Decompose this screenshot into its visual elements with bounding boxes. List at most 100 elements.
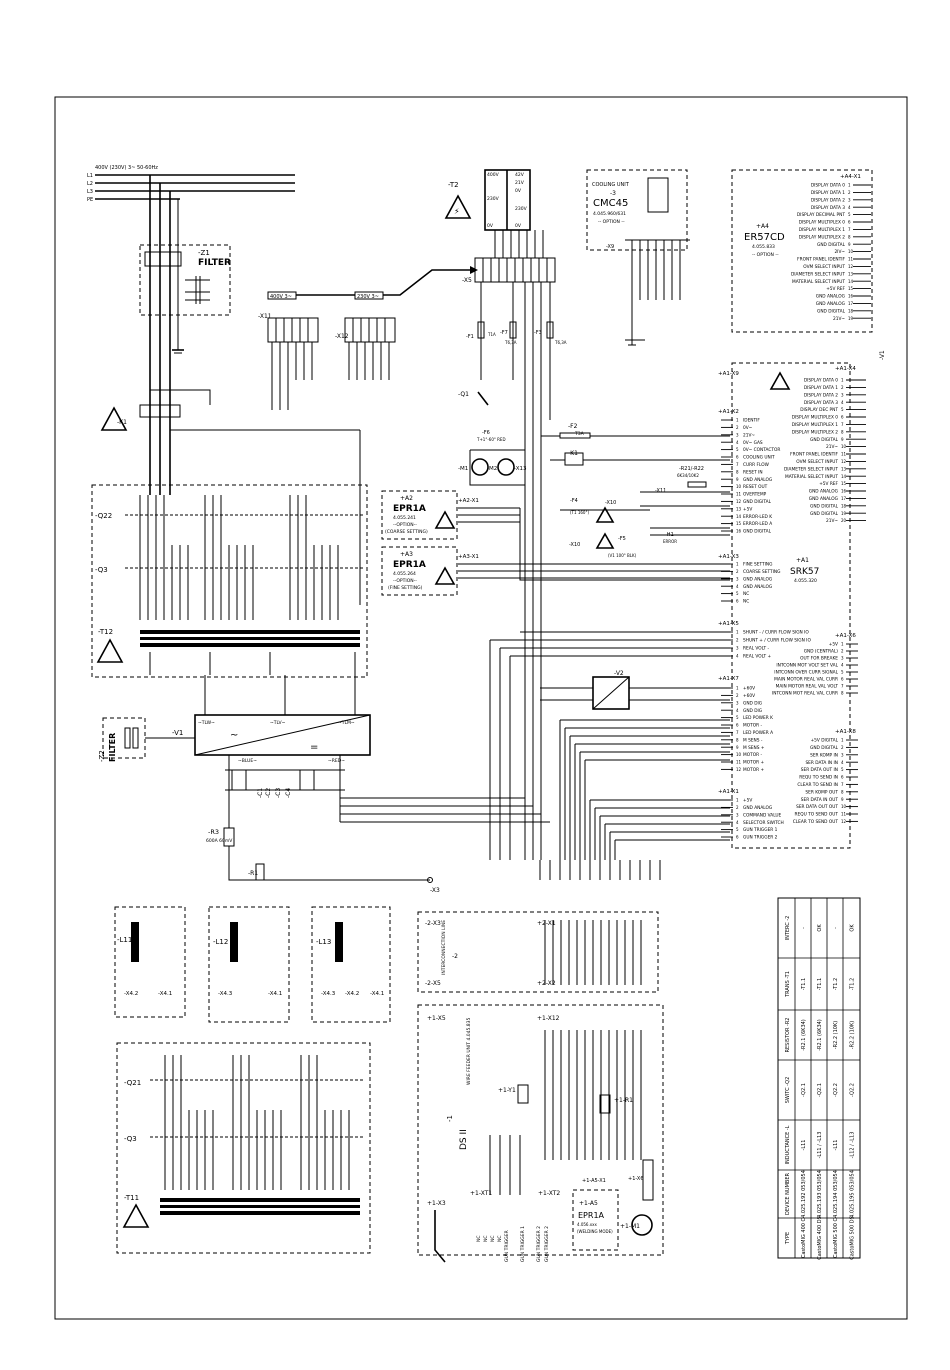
svg-text:-X4.1: -X4.1 <box>268 991 282 997</box>
pin-number: 5 <box>736 827 739 832</box>
pin-number: 10 <box>841 444 847 449</box>
a5-name: EPR1A <box>578 1211 605 1220</box>
pin-number: 11 <box>848 257 854 262</box>
svg-text:WIRE FEEDER UNIT 4.045.835: WIRE FEEDER UNIT 4.045.835 <box>466 1017 472 1085</box>
a3-name: EPR1A <box>393 560 426 570</box>
svg-text:T1A: T1A <box>487 332 496 337</box>
pin-number: 10 <box>848 249 854 254</box>
svg-text:(COARSE SETTING): (COARSE SETTING) <box>385 529 428 535</box>
svg-text:+A1: +A1 <box>796 557 809 564</box>
svg-text:COOLING UNIT: COOLING UNIT <box>592 182 630 188</box>
x11-ref: -X11 <box>258 313 272 320</box>
a1-x4-pin-label: DISPLAY MULTIPLEX 0 <box>792 415 839 421</box>
table-cell: -Q2.1 <box>817 1083 823 1097</box>
svg-text:~RED~: ~RED~ <box>328 758 345 764</box>
pin-number: 2 <box>736 693 739 698</box>
a1-x7-ref: +A1-X7 <box>718 676 739 682</box>
a1-x5-pin-label: SHUNT + / CURR FLOW SIGN IO <box>743 638 811 644</box>
table-header: INDUCTANCE -L <box>785 1125 791 1164</box>
a1-x6-pin-label: MAIN MOTOR REAL VAL CURR <box>774 677 838 683</box>
table-cell: -L11 / -L13 <box>817 1132 823 1159</box>
a1-x6-pin-label: INTCONN OVER CURR SIGNAL <box>774 670 838 676</box>
table-cell: -T1.1 <box>817 978 823 990</box>
svg-text:-- OPTION --: -- OPTION -- <box>752 252 779 258</box>
pin-number: 10 <box>736 484 742 489</box>
pin-number: 8 <box>841 691 844 696</box>
table-cell: -Q2.2 <box>833 1083 839 1097</box>
terminal-x11: -X11 <box>258 313 319 410</box>
a1-x1-ref: +A1-X1 <box>718 789 739 795</box>
a1-x3-pin-label: FINE SETTING <box>743 562 772 568</box>
pin-number: 7 <box>848 227 851 232</box>
pin-number: 7 <box>841 782 844 787</box>
board-a4: +A4 ER57CD 4.055.833 -- OPTION -- +A4-X1… <box>731 169 873 333</box>
svg-text:+1-A5: +1-A5 <box>579 1200 598 1207</box>
svg-text:-X9: -X9 <box>606 244 614 250</box>
svg-text:--OPTION--: --OPTION-- <box>393 522 417 528</box>
a4-x1-pin-label: DISPLAY MULTIPLEX 2 <box>799 234 846 240</box>
svg-text:-X11: -X11 <box>655 488 666 494</box>
a1-x7-pin-label: +60V <box>743 693 755 699</box>
a1-x4-pin-label: DISPLAY DEC PNT <box>800 407 838 413</box>
svg-text:-V2: -V2 <box>614 670 624 677</box>
table-cell: OK <box>817 924 823 932</box>
svg-text:(T1 160°): (T1 160°) <box>570 510 589 515</box>
a4-name: ER57CD <box>744 232 785 243</box>
svg-text:-X4.1: -X4.1 <box>158 991 172 997</box>
a1-x6-pin-label: MAIN MOTOR REAL VAL VOLT <box>776 684 839 690</box>
a1-x3-pin-label: GND ANALOG <box>743 576 772 582</box>
a1-x4-pin-label: MATERIAL SELECT INPUT <box>785 474 838 480</box>
q3-ref: -Q3 <box>95 566 108 574</box>
a1-x4-pin-label: GND DIGITAL <box>810 511 839 517</box>
a1-x7-pin-label: MOTOR - <box>743 723 762 729</box>
svg-text:+1-A5-X1: +1-A5-X1 <box>582 1178 606 1184</box>
svg-text:-F5: -F5 <box>618 536 626 542</box>
table-header: SWITC -Q2 <box>785 1077 791 1104</box>
svg-text:NC: NC <box>483 1235 489 1242</box>
pin-number: 15 <box>736 521 742 526</box>
supply-lines: 400V (230V) 3~ 50-60Hz L1 L2 L3 PE <box>87 165 295 390</box>
pin-number: 2 <box>736 805 739 810</box>
supply-label: 400V (230V) 3~ 50-60Hz <box>95 165 158 171</box>
signal-buses <box>340 508 730 880</box>
pin-number: 10 <box>736 752 742 757</box>
svg-text:~BLUE~: ~BLUE~ <box>238 758 257 764</box>
a1-x3-ref: +A1-X3 <box>718 554 739 560</box>
a1-x8-ref: +A1-X8 <box>835 729 856 735</box>
svg-text:-2: -2 <box>452 953 458 960</box>
svg-text:4.056.xxx: 4.056.xxx <box>577 1222 597 1227</box>
svg-text:4.055.320: 4.055.320 <box>794 578 817 584</box>
a1-x4-pin-label: GND ANALOG <box>809 489 838 495</box>
svg-text:-C2: -C2 <box>265 788 272 798</box>
a1-x4-pin-label: 21V~ <box>826 518 838 524</box>
pin-number: 16 <box>841 489 847 494</box>
a1-name: SRK57 <box>790 567 819 577</box>
pin-number: 3 <box>841 752 844 757</box>
svg-text:+1-XT1: +1-XT1 <box>470 1190 492 1197</box>
a1-x4-pin-label: FRONT PANEL IDENTIF <box>790 452 838 458</box>
a1-x7-pin-label: M SENS + <box>743 745 765 751</box>
svg-text:400V: 400V <box>487 172 500 178</box>
table-cell: - <box>833 927 839 929</box>
a4-x1-pin-label: DISPLAY DECIMAL PNT <box>797 212 845 218</box>
pin-number: 12 <box>736 767 742 772</box>
m2-fan-ref: -M2 <box>487 466 497 472</box>
pin-number: 5 <box>736 447 739 452</box>
z1-name: FILTER <box>198 258 231 268</box>
a1-x8-pin-label: REQU TO SEND IN <box>799 775 838 781</box>
a1-x1-pin-label: GND ANALOG <box>743 805 772 811</box>
svg-text:-V1: -V1 <box>172 729 183 737</box>
rectifier-v1: ~ = -V1 ~TLW~ ~TLV~ ~TLM~ ~BLUE~ ~RED~ <box>172 675 371 764</box>
svg-text:-2-X5: -2-X5 <box>425 980 441 987</box>
a1-x5-pin-label: SHUNT - / CURR FLOW SIGN IO <box>743 630 809 636</box>
svg-text:-C4: -C4 <box>285 788 292 798</box>
a1-x3-pin-label: NC <box>743 591 749 597</box>
transformer-t2: -T2 ⚡ 400V 230V 0V 42V 21V 0V 230V 0V <box>444 169 544 258</box>
a1-x2-pin-label: 0V~ CONTACTOR <box>743 447 780 453</box>
a1-x2-pin-label: CURR FLOW <box>743 462 770 468</box>
